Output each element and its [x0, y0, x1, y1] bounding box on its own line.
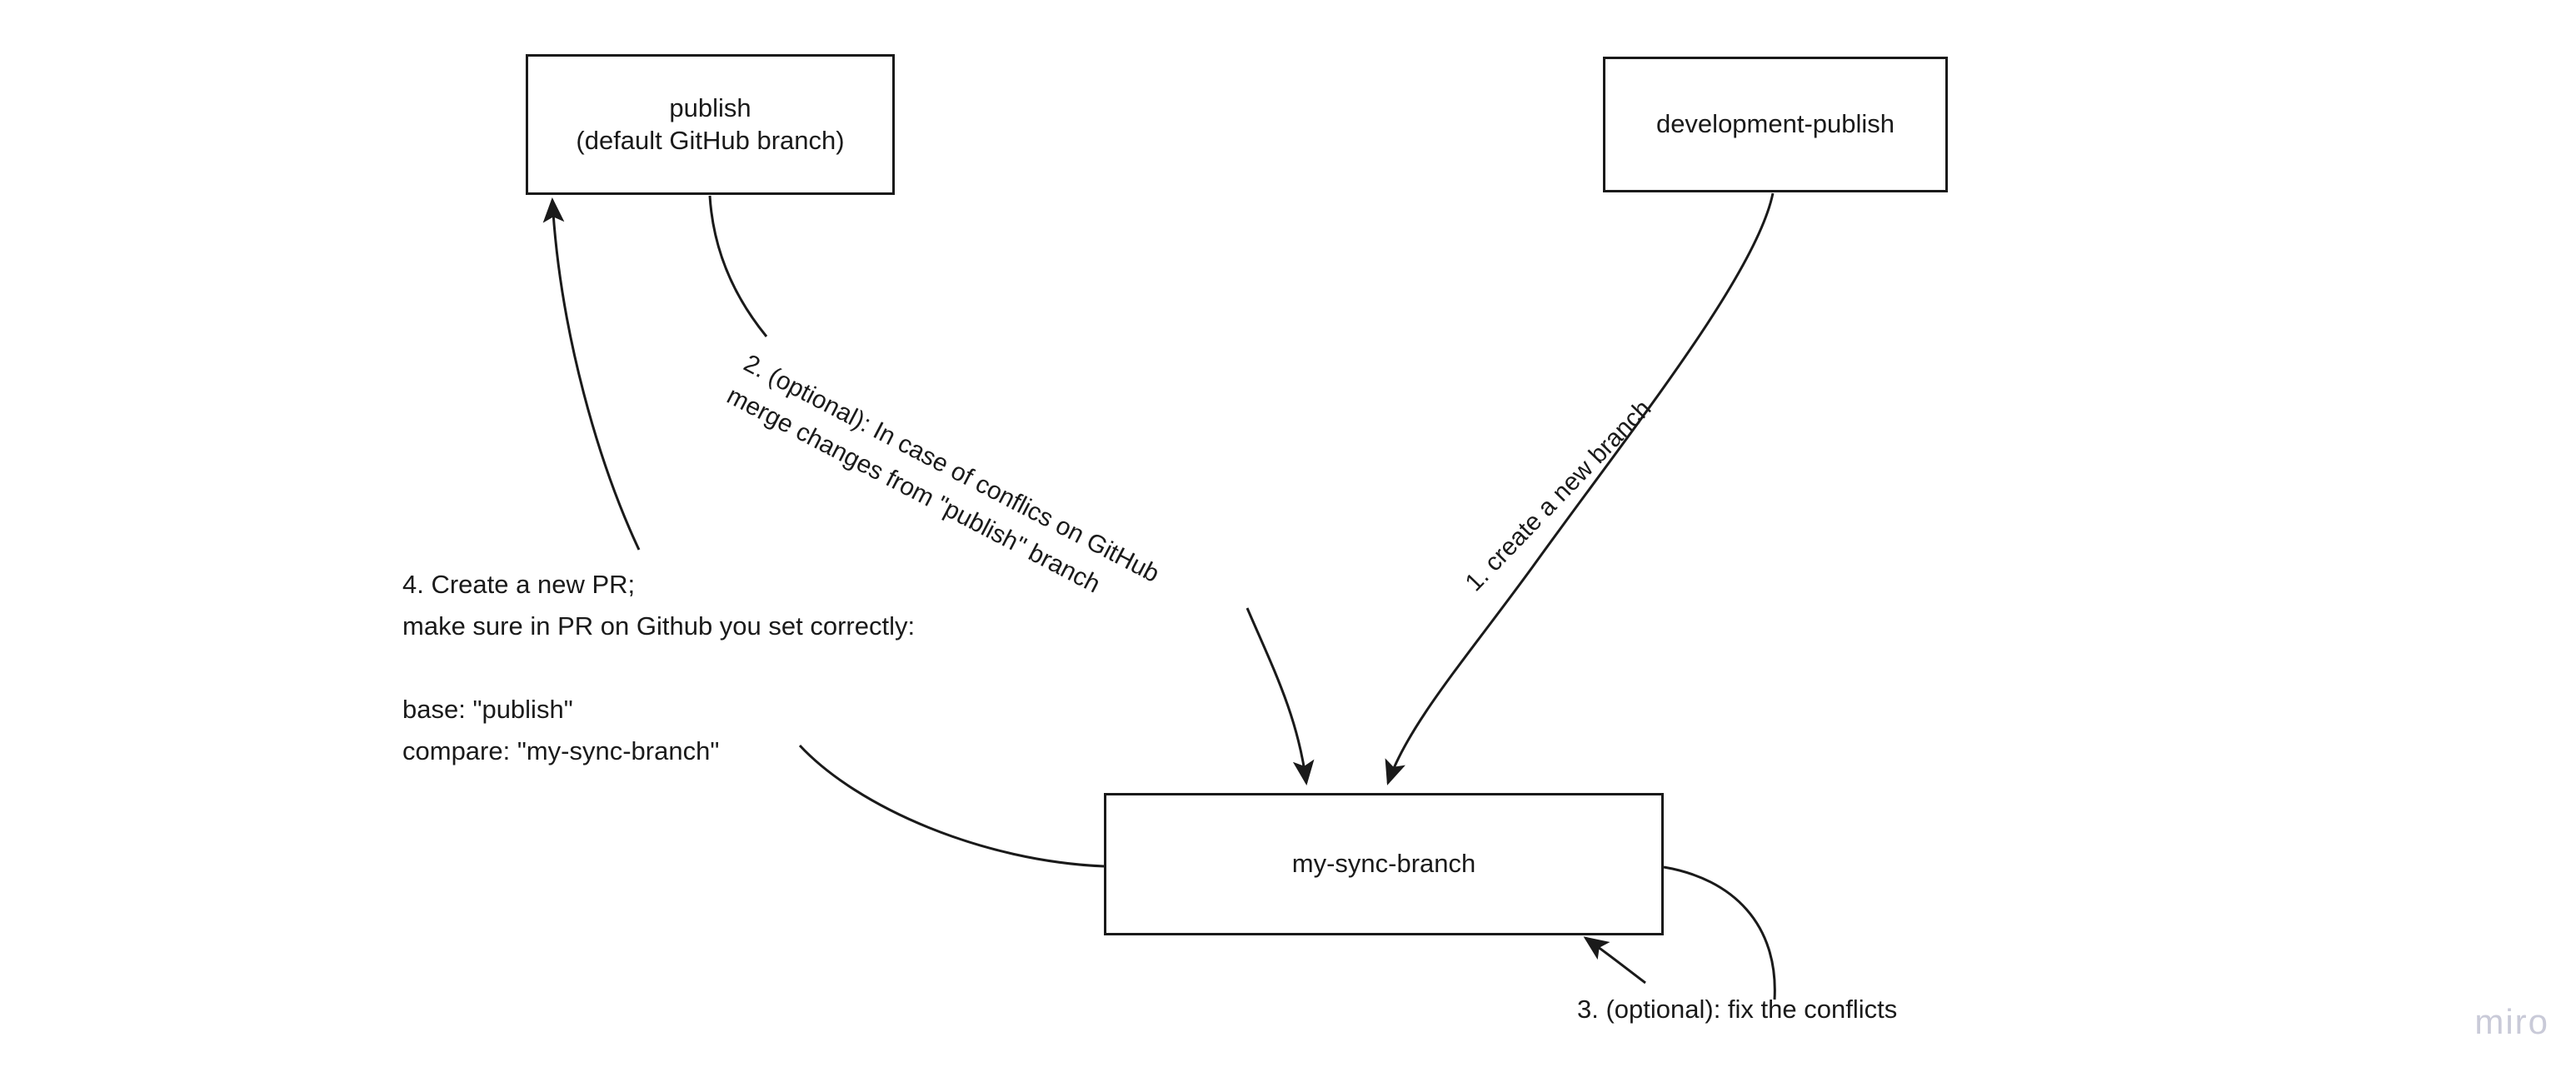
- miro-watermark: miro: [2474, 1002, 2549, 1041]
- edge-merge-changes-lower: [1246, 607, 1315, 785]
- edge-fix-conflicts-pointer: [1583, 936, 1646, 985]
- node-my-sync-branch[interactable]: my-sync-branch: [1104, 793, 1664, 935]
- edge-label-step4-create-pr[interactable]: 4. Create a new PR; make sure in PR on G…: [402, 570, 916, 765]
- edge-label-step3-fix-conflicts[interactable]: 3. (optional): fix the conflicts: [1577, 995, 1898, 1024]
- edge-create-pr-upper: [542, 197, 641, 551]
- node-development-publish[interactable]: development-publish: [1603, 57, 1948, 192]
- node-publish[interactable]: publish (default GitHub branch): [526, 54, 895, 195]
- edge-label-step1-create-branch[interactable]: 1. create a new branch: [1460, 394, 1657, 597]
- edge-merge-changes-upper: [708, 195, 768, 337]
- edge-fix-conflicts-loop: [1663, 865, 1776, 1000]
